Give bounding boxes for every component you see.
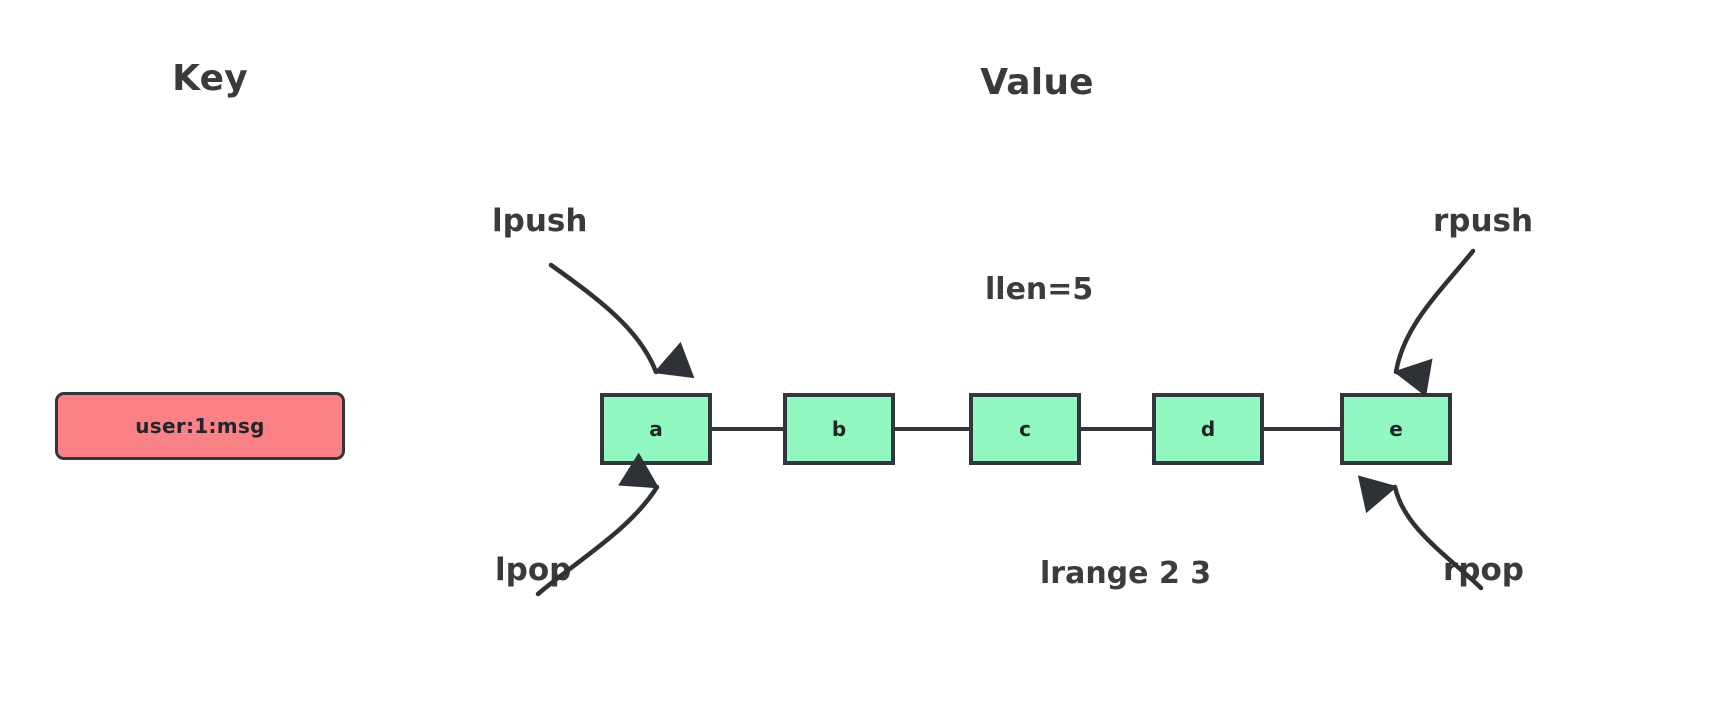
list-node-label: d bbox=[1200, 417, 1216, 441]
column-title-key: Key bbox=[172, 58, 248, 99]
rpop-label: rpop bbox=[1443, 552, 1524, 588]
list-node-d: d bbox=[1152, 393, 1264, 465]
list-node-label: a bbox=[649, 417, 663, 441]
list-node-label: e bbox=[1389, 417, 1403, 441]
link-c-d bbox=[1079, 427, 1155, 431]
key-box: user:1:msg bbox=[55, 392, 345, 460]
rpush-label: rpush bbox=[1433, 203, 1534, 239]
llen-label: llen=5 bbox=[985, 272, 1094, 307]
lpush-label: lpush bbox=[492, 203, 588, 239]
list-node-label: b bbox=[831, 417, 847, 441]
link-a-b bbox=[710, 427, 785, 431]
list-node-b: b bbox=[783, 393, 895, 465]
rpush-arrow bbox=[1393, 248, 1476, 397]
lpush-arrow bbox=[548, 262, 695, 379]
lrange-label: lrange 2 3 bbox=[1040, 556, 1212, 591]
list-node-c: c bbox=[969, 393, 1081, 465]
lpop-label: lpop bbox=[495, 552, 572, 588]
list-node-label: c bbox=[1019, 417, 1031, 441]
list-node-e: e bbox=[1340, 393, 1452, 465]
column-title-value: Value bbox=[980, 62, 1094, 103]
key-label: user:1:msg bbox=[135, 414, 265, 438]
link-b-c bbox=[893, 427, 973, 431]
link-d-e bbox=[1262, 427, 1342, 431]
list-node-a: a bbox=[600, 393, 712, 465]
